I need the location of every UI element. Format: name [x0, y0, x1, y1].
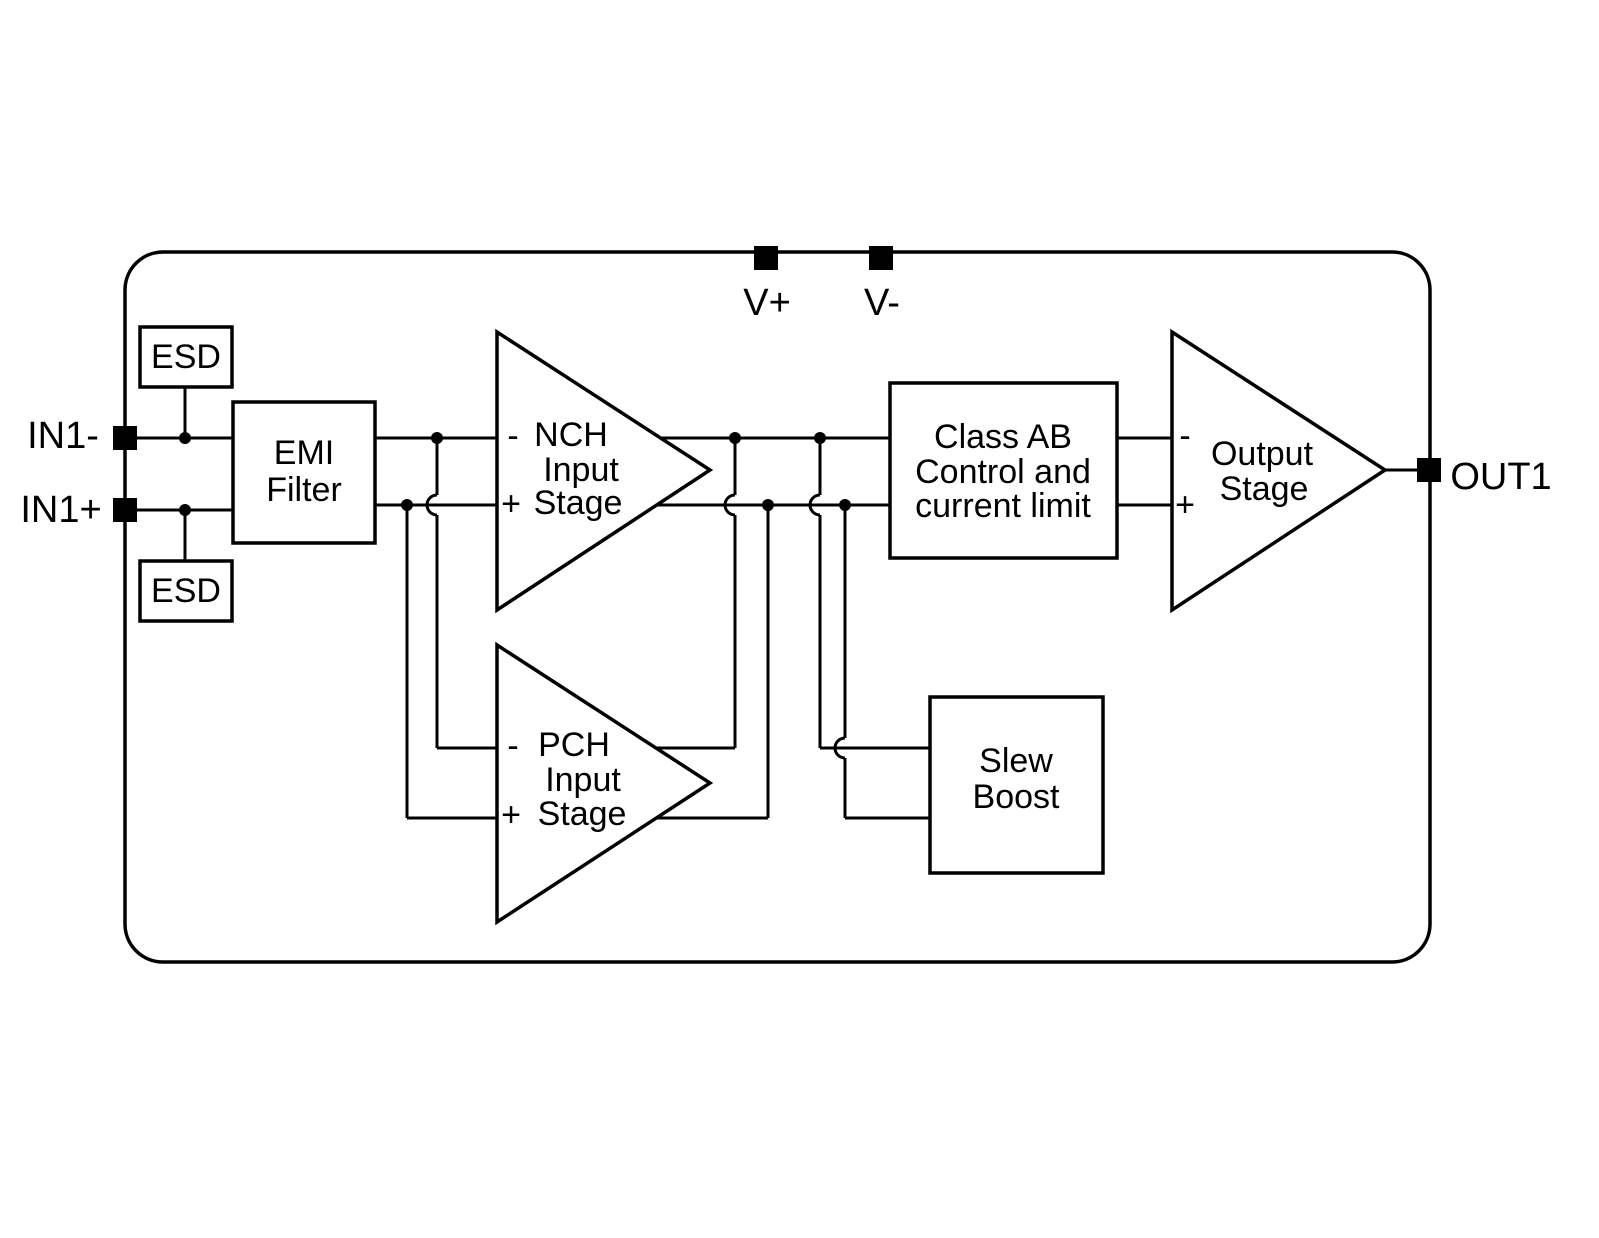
class-ab-label-line3: current limit — [915, 487, 1091, 525]
nch-plus-label: + — [501, 485, 521, 523]
emi-label-line2: Filter — [266, 471, 342, 509]
emi-filter-box — [231, 400, 377, 545]
wire-hop — [723, 493, 736, 517]
class-ab-box — [888, 381, 1119, 560]
pch-input-stage-triangle — [495, 641, 714, 926]
nch-name-label: NCH — [534, 416, 608, 454]
class-ab-label-line1: Class AB — [934, 418, 1072, 456]
junction-dot — [839, 499, 851, 511]
output-minus-label: - — [1179, 417, 1191, 455]
slew-boost-label-line2: Boost — [972, 778, 1060, 816]
nch-input-label: Input — [543, 451, 619, 489]
output-stage-triangle — [1170, 328, 1389, 614]
slew-boost-box — [928, 695, 1105, 875]
junction-dot — [762, 499, 774, 511]
in1-plus-label: IN1+ — [20, 489, 102, 531]
wire-hop — [833, 736, 846, 760]
vminus-pin — [869, 246, 893, 270]
output-plus-label: + — [1175, 486, 1195, 524]
pch-plus-label: + — [501, 796, 521, 834]
class-ab-label-line2: Control and — [915, 453, 1091, 491]
wire-hop — [808, 493, 821, 517]
output-name-label: Output — [1210, 435, 1314, 473]
junction-dot — [401, 499, 413, 511]
pch-input-label: Input — [545, 761, 621, 799]
nch-input-stage-triangle — [495, 328, 714, 614]
junction-dot — [814, 432, 826, 444]
in1-minus-label: IN1- — [27, 415, 99, 457]
esd-top-box — [138, 325, 234, 389]
in1-plus-pin — [113, 498, 137, 522]
junction-dot — [431, 432, 443, 444]
junction-dot — [729, 432, 741, 444]
junction-dot — [179, 504, 191, 516]
emi-label-line1: EMI — [273, 434, 335, 472]
nch-minus-label: - — [507, 417, 519, 455]
slew-boost-label-line1: Slew — [979, 742, 1053, 780]
wire-hop — [425, 493, 438, 517]
esd-bottom-label: ESD — [151, 572, 221, 610]
amplifier-boundary — [123, 250, 1432, 964]
pch-stage-label: Stage — [537, 795, 627, 833]
junction-dot — [179, 432, 191, 444]
out1-label: OUT1 — [1450, 456, 1552, 498]
esd-bottom-box — [138, 559, 234, 623]
vplus-label: V+ — [743, 282, 791, 324]
vplus-pin — [754, 246, 778, 270]
vminus-label: V- — [864, 282, 900, 324]
out1-pin — [1417, 458, 1441, 482]
output-stage-label: Stage — [1219, 470, 1309, 508]
pch-name-label: PCH — [538, 726, 610, 764]
pch-minus-label: - — [507, 727, 519, 765]
in1-minus-pin — [113, 426, 137, 450]
esd-top-label: ESD — [151, 338, 221, 376]
nch-stage-label: Stage — [533, 484, 623, 522]
